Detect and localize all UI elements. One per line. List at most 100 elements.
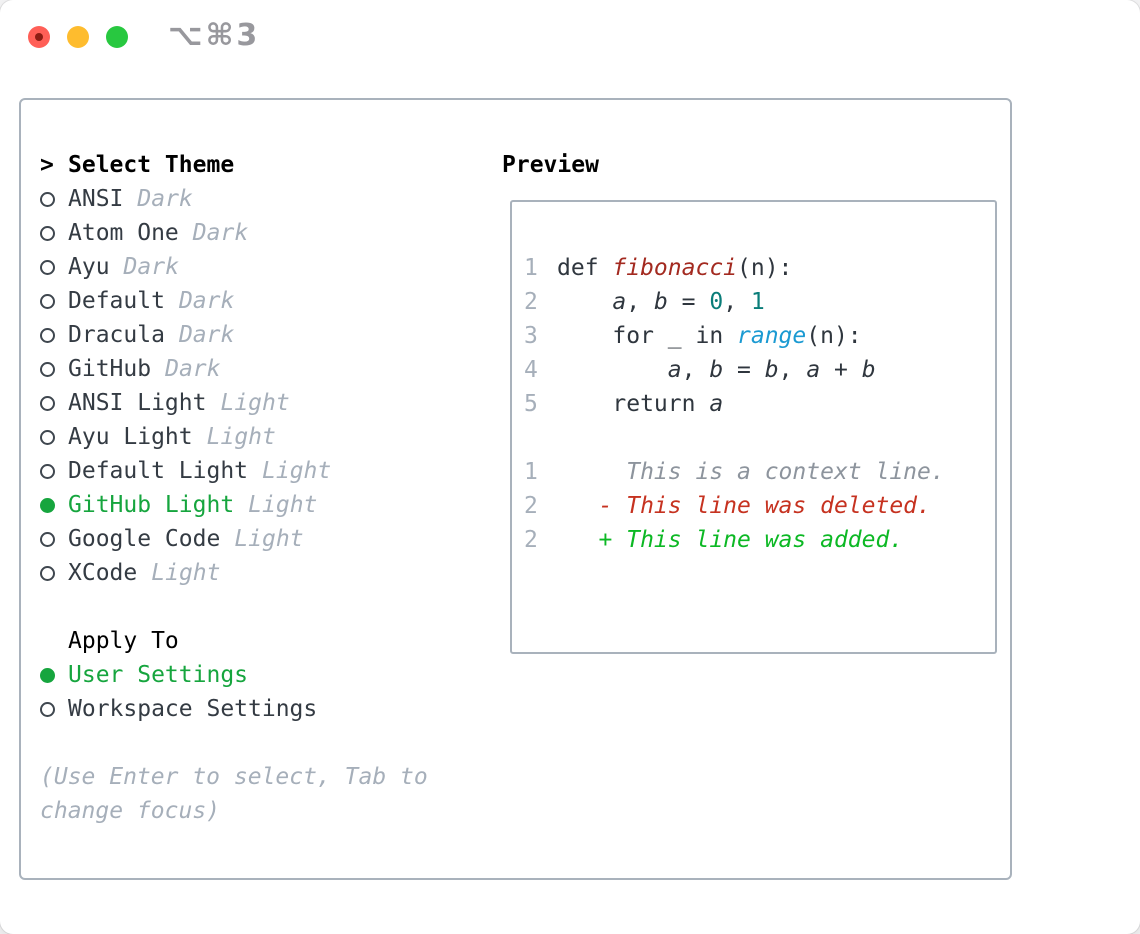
diff-line-deleted: 2 - This line was deleted. (524, 489, 995, 523)
radio-icon (40, 395, 68, 411)
radio-icon (40, 531, 68, 547)
radio-icon (40, 259, 68, 275)
code-line-3: 3 for _ in range(n): (524, 319, 995, 353)
theme-variant-label: Light (262, 458, 332, 484)
focus-prompt-icon: > (40, 152, 54, 178)
line-number: 5 (524, 391, 538, 417)
line-content: + This line was added. (557, 527, 904, 553)
radio-circle (40, 565, 55, 581)
line-number: 2 (524, 289, 538, 315)
option-label: Default (68, 288, 165, 314)
theme-option-ansi[interactable]: ANSI Dark (40, 182, 480, 216)
theme-variant-label: Light (220, 390, 290, 416)
line-number: 3 (524, 323, 538, 349)
option-label: ANSI (68, 186, 124, 212)
radio-icon (40, 361, 68, 377)
option-label: Workspace Settings (68, 696, 318, 722)
zoom-button-icon[interactable] (106, 26, 128, 48)
theme-option-ansi-light[interactable]: ANSI Light Light (40, 386, 480, 420)
theme-option-xcode[interactable]: XCode Light (40, 556, 480, 590)
option-label: GitHub Light (68, 492, 235, 518)
radio-icon (40, 327, 68, 343)
radio-selected-dot (40, 497, 55, 513)
theme-variant-label: Dark (137, 186, 193, 212)
option-label: XCode (68, 560, 138, 586)
radio-selected-dot (40, 667, 55, 683)
window-title: ⌥⌘3 (168, 18, 261, 53)
line-content: return a (557, 391, 724, 417)
line-number: 1 (524, 255, 538, 281)
radio-icon (40, 293, 68, 309)
preview-title: Preview (502, 152, 599, 178)
titlebar: ⌥⌘3 (0, 0, 1140, 74)
theme-variant-label: Dark (178, 288, 235, 314)
minimize-button-icon[interactable] (67, 26, 89, 48)
line-number: 2 (524, 493, 538, 519)
apply-to-header: Apply To (40, 624, 480, 658)
radio-icon (40, 463, 68, 479)
theme-variant-label: Light (206, 424, 276, 450)
radio-circle (40, 327, 55, 343)
code-line-5: 5 return a (524, 387, 995, 421)
traffic-lights (28, 26, 128, 48)
option-label: Google Code (68, 526, 221, 552)
radio-icon (40, 701, 68, 717)
option-label: Ayu (68, 254, 110, 280)
radio-circle (40, 701, 55, 717)
spacer (40, 590, 480, 624)
theme-option-google-code[interactable]: Google Code Light (40, 522, 480, 556)
apply-option-workspace-settings[interactable]: Workspace Settings (40, 692, 480, 726)
line-content: def fibonacci(n): (557, 255, 793, 281)
radio-circle (40, 259, 55, 275)
theme-option-ayu-light[interactable]: Ayu Light Light (40, 420, 480, 454)
theme-variant-label: Light (234, 526, 304, 552)
radio-icon (40, 429, 68, 445)
line-number: 4 (524, 357, 538, 383)
apply-to-label: Apply To (68, 628, 179, 654)
option-label: Default Light (68, 458, 249, 484)
option-label: Dracula (68, 322, 165, 348)
theme-option-default[interactable]: Default Dark (40, 284, 480, 318)
radio-icon (40, 497, 68, 513)
radio-circle (40, 429, 55, 445)
line-content: a, b = b, a + b (667, 357, 876, 383)
theme-option-atom-one[interactable]: Atom One Dark (40, 216, 480, 250)
option-label: ANSI Light (68, 390, 207, 416)
theme-option-dracula[interactable]: Dracula Dark (40, 318, 480, 352)
theme-variant-label: Dark (192, 220, 249, 246)
select-theme-header: > Select Theme (40, 148, 480, 182)
option-label: Ayu Light (68, 424, 193, 450)
apply-option-user-settings[interactable]: User Settings (40, 658, 480, 692)
radio-circle (40, 191, 55, 207)
line-number: 2 (524, 527, 538, 553)
theme-variant-label: Light (151, 560, 221, 586)
close-button-icon[interactable] (28, 26, 50, 48)
theme-variant-label: Dark (178, 322, 235, 348)
spacer (40, 726, 480, 760)
select-theme-label: Select Theme (68, 152, 235, 178)
diff-line-added: 2 + This line was added. (524, 523, 995, 557)
theme-option-default-light[interactable]: Default Light Light (40, 454, 480, 488)
option-label: Atom One (68, 220, 179, 246)
option-label: User Settings (68, 662, 249, 688)
code-line-4: 4 a, b = b, a + b (524, 353, 995, 387)
diff-line-context: 1 This is a context line. (524, 455, 995, 489)
radio-circle (40, 361, 55, 377)
help-text: (Use Enter to select, Tab to change focu… (40, 764, 428, 824)
option-label: GitHub (68, 356, 152, 382)
radio-circle (40, 395, 55, 411)
radio-icon (40, 565, 68, 581)
radio-circle (40, 293, 55, 309)
blank-line (524, 421, 995, 455)
radio-circle (40, 463, 55, 479)
